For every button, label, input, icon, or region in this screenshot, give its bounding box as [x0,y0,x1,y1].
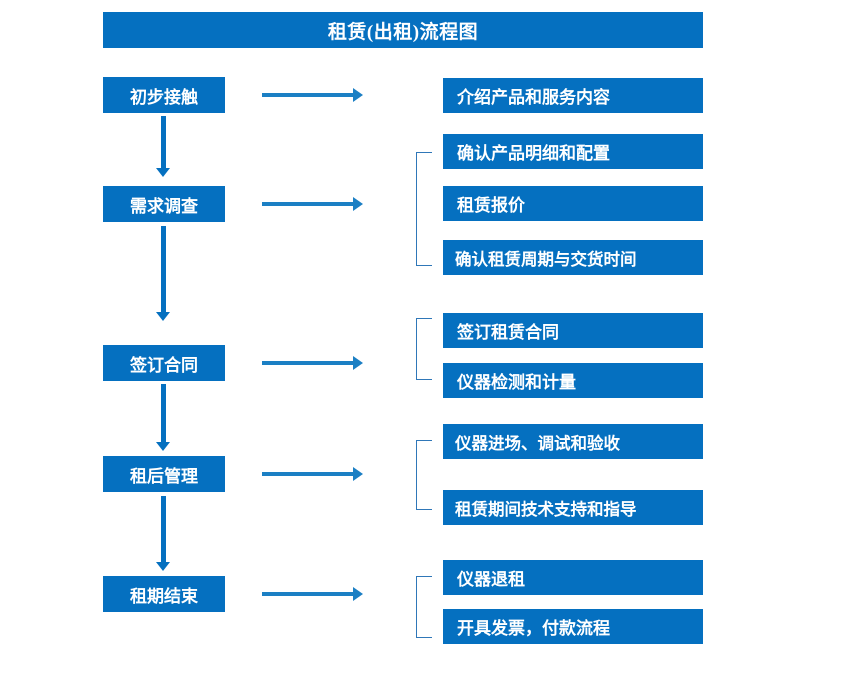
flow-arrow-stage-1-to-tasks [262,88,363,102]
task-node-invoice-payment[interactable]: 开具发票，付款流程 [443,609,703,644]
flow-arrow-stage-5-to-tasks [262,587,363,601]
flow-arrow-stage-3-to-tasks [262,356,363,370]
stage-node-sign-contract[interactable]: 签订合同 [103,345,225,381]
task-node-instrument-installation[interactable]: 仪器进场、调试和验收 [443,424,703,459]
task-node-sign-rental-contract[interactable]: 签订租赁合同 [443,313,703,348]
arrow-shaft [161,384,166,442]
arrow-shaft [262,361,353,365]
flow-arrow-stage-2-to-stage-3 [155,226,171,322]
arrow-head [156,168,170,177]
group-bracket-stage-5 [416,576,432,638]
flow-arrow-stage-1-to-stage-2 [155,116,171,178]
arrow-shaft [161,496,166,562]
arrow-head [353,88,363,102]
task-node-confirm-product-details[interactable]: 确认产品明细和配置 [443,134,703,169]
stage-node-lease-end[interactable]: 租期结束 [103,576,225,612]
arrow-head [353,587,363,601]
task-node-rental-quotation[interactable]: 租赁报价 [443,186,703,221]
diagram-title: 租赁(出租)流程图 [103,12,703,48]
arrow-head [353,197,363,211]
task-node-confirm-rental-period[interactable]: 确认租赁周期与交货时间 [443,240,703,275]
stage-node-needs-survey[interactable]: 需求调查 [103,186,225,222]
arrow-head [156,562,170,571]
flow-arrow-stage-4-to-stage-5 [155,496,171,572]
group-bracket-stage-4 [416,440,432,510]
task-node-technical-support[interactable]: 租赁期间技术支持和指导 [443,490,703,525]
arrow-head [353,467,363,481]
arrow-head [156,442,170,451]
stage-node-post-rental-management[interactable]: 租后管理 [103,456,225,492]
arrow-shaft [262,202,353,206]
arrow-shaft [262,472,353,476]
arrow-shaft [262,93,353,97]
task-node-introduce-products[interactable]: 介绍产品和服务内容 [443,78,703,113]
arrow-shaft [161,116,166,168]
arrow-shaft [161,226,166,312]
flow-arrow-stage-4-to-tasks [262,467,363,481]
arrow-head [156,312,170,321]
stage-node-initial-contact[interactable]: 初步接触 [103,77,225,113]
group-bracket-stage-2 [416,152,432,266]
task-node-instrument-inspection[interactable]: 仪器检测和计量 [443,363,703,398]
group-bracket-stage-3 [416,318,432,380]
arrow-head [353,356,363,370]
arrow-shaft [262,592,353,596]
task-node-instrument-return[interactable]: 仪器退租 [443,560,703,595]
flow-arrow-stage-3-to-stage-4 [155,384,171,452]
flow-arrow-stage-2-to-tasks [262,197,363,211]
